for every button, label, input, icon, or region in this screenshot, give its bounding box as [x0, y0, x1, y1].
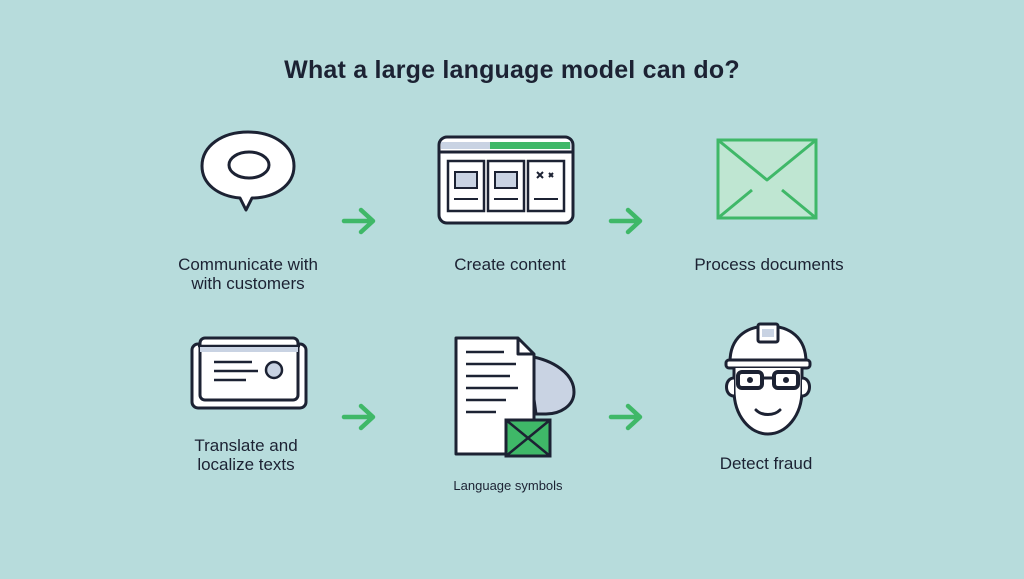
arrow-right-icon [608, 207, 643, 235]
arrow-right-icon [341, 403, 376, 431]
item-label-detect-fraud: Detect fraud [719, 454, 813, 473]
speech-bubble-icon [200, 130, 296, 212]
document-card-icon [190, 336, 308, 410]
item-label-language-symbols: Language symbols [453, 478, 563, 493]
arrow-right-icon [341, 207, 376, 235]
item-label-process-documents: Process documents [694, 255, 844, 274]
document-checkbox-icon [454, 336, 576, 458]
worker-with-glasses-icon [724, 322, 812, 436]
arrow-right-icon [608, 403, 643, 431]
item-label-translate: Translate and localize texts [194, 436, 298, 474]
web-page-layout-icon [437, 135, 575, 225]
envelope-icon [716, 138, 818, 220]
diagram-title: What a large language model can do? [284, 56, 740, 84]
item-label-communicate: Communicate with with customers [178, 255, 318, 293]
item-label-create-content: Create content [454, 255, 566, 274]
